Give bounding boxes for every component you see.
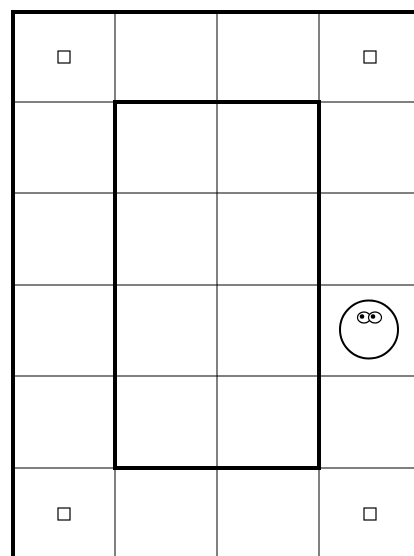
board-cell-r5-c2[interactable] (217, 468, 319, 556)
target-square-icon (58, 51, 70, 63)
board-cell-r3-c0[interactable] (13, 285, 115, 376)
board-cell-r1-c0[interactable] (13, 102, 115, 193)
board-cell-r0-c1[interactable] (115, 12, 217, 102)
target-square-icon (58, 508, 70, 520)
board-cell-r2-c0[interactable] (13, 193, 115, 285)
board-cell-r1-c1[interactable] (115, 102, 217, 193)
face-icon[interactable] (340, 301, 398, 359)
board-cell-r2-c3[interactable] (319, 193, 414, 285)
board-cell-r0-c2[interactable] (217, 12, 319, 102)
face-outline (340, 301, 398, 359)
board-cell-r3-c1[interactable] (115, 285, 217, 376)
target-square-icon (364, 508, 376, 520)
board-cell-r1-c3[interactable] (319, 102, 414, 193)
target-square-icon (364, 51, 376, 63)
board-cell-r2-c2[interactable] (217, 193, 319, 285)
board-cell-r5-c1[interactable] (115, 468, 217, 556)
board-cell-r1-c2[interactable] (217, 102, 319, 193)
board-cell-r2-c1[interactable] (115, 193, 217, 285)
board-cell-r4-c0[interactable] (13, 376, 115, 468)
board-cell-r3-c2[interactable] (217, 285, 319, 376)
board-cell-r4-c3[interactable] (319, 376, 414, 468)
left-pupil (360, 314, 365, 319)
board-cell-r4-c2[interactable] (217, 376, 319, 468)
right-pupil (371, 314, 376, 319)
board-cell-r4-c1[interactable] (115, 376, 217, 468)
